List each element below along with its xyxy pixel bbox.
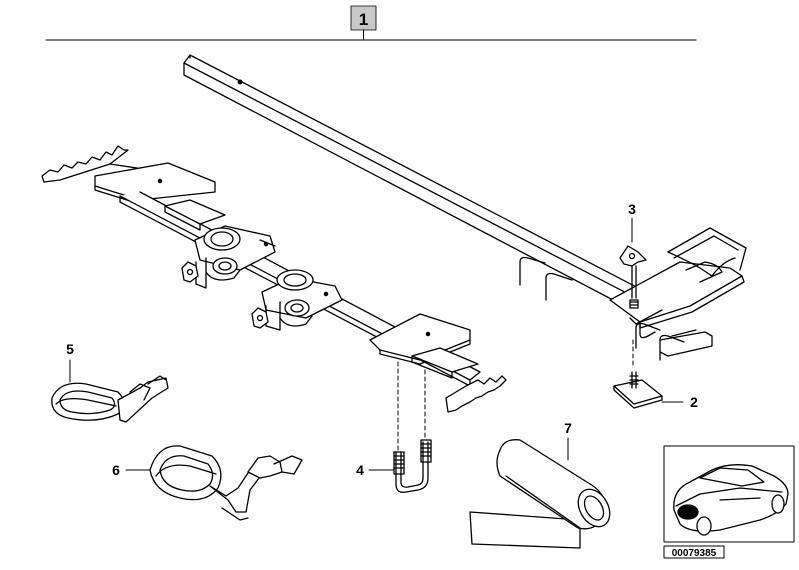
crossbar-hook <box>519 256 546 286</box>
star-knob <box>181 261 199 283</box>
slider-nut <box>613 339 663 409</box>
header: 1 <box>45 5 697 41</box>
callout-leaders <box>69 217 684 471</box>
star-knob <box>251 307 269 329</box>
crossbar-hole <box>237 79 243 85</box>
strap-large <box>149 445 303 521</box>
header-number: 1 <box>359 10 368 29</box>
callout-6: 6 <box>112 462 120 478</box>
callout-7: 7 <box>564 420 572 436</box>
header-number-box <box>350 5 377 31</box>
knob-screw <box>619 245 647 309</box>
u-bolt <box>393 439 432 493</box>
reference-box <box>663 545 725 559</box>
callout-2: 2 <box>690 394 698 410</box>
bar-end-clamp <box>609 227 747 361</box>
clamp-hook <box>635 322 661 349</box>
inset-frame <box>663 445 795 543</box>
callout-4: 4 <box>356 462 364 478</box>
rolled-mat <box>469 439 611 549</box>
adjustable-rail <box>41 145 507 451</box>
reference-code: 00079385 <box>672 548 717 559</box>
inset-highlight <box>677 504 699 520</box>
long-crossbar <box>183 54 647 313</box>
strap-small <box>51 375 169 423</box>
crossbar-hook <box>545 272 573 301</box>
callout-3: 3 <box>628 201 636 217</box>
inset-car <box>663 445 795 543</box>
callout-5: 5 <box>66 341 74 357</box>
